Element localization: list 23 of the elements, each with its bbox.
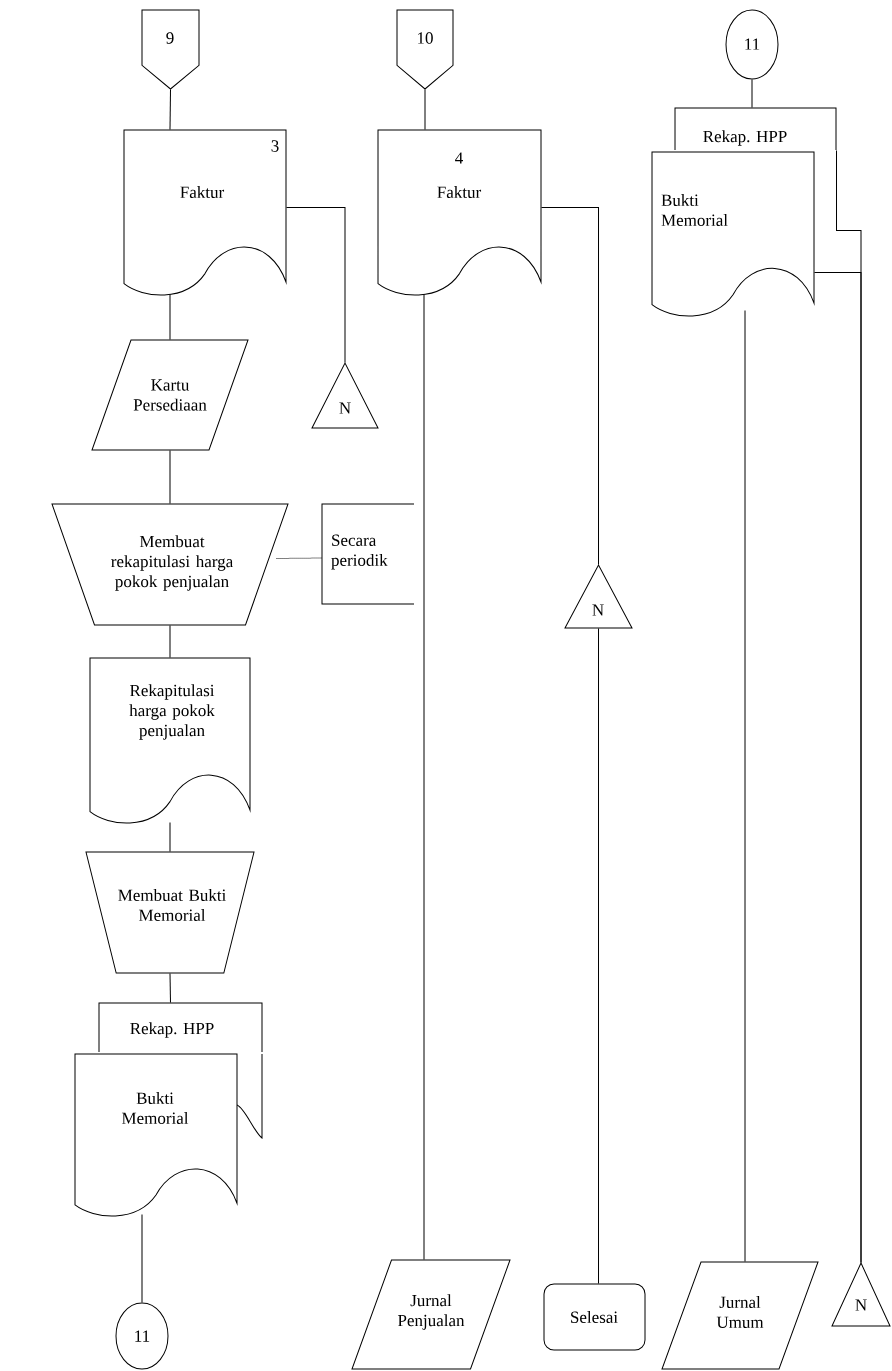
connector-line — [169, 822, 171, 852]
connector-line — [286, 207, 346, 363]
dotted-line — [276, 557, 322, 559]
off-page-connector: 10 — [396, 9, 454, 90]
file-triangle: N — [311, 362, 379, 429]
file-triangle: N — [564, 564, 633, 629]
connector-line — [423, 294, 425, 1260]
file-triangle: N — [831, 1262, 891, 1327]
connector-line — [814, 272, 862, 1263]
connector-line — [169, 973, 171, 1003]
connector-line — [424, 89, 426, 130]
annotation-bracket: Secara periodik — [321, 503, 415, 605]
connector-line — [141, 1214, 143, 1303]
connector-line — [541, 207, 599, 565]
connector-line — [169, 625, 171, 658]
connector-line — [169, 89, 171, 130]
connector-line — [169, 294, 171, 340]
connector-line — [751, 79, 753, 108]
connector-line — [598, 628, 599, 1284]
connector-line — [744, 310, 746, 1262]
off-page-connector: 9 — [141, 9, 200, 90]
connector-line — [169, 450, 171, 504]
terminal-box: Selesai — [543, 1283, 646, 1351]
